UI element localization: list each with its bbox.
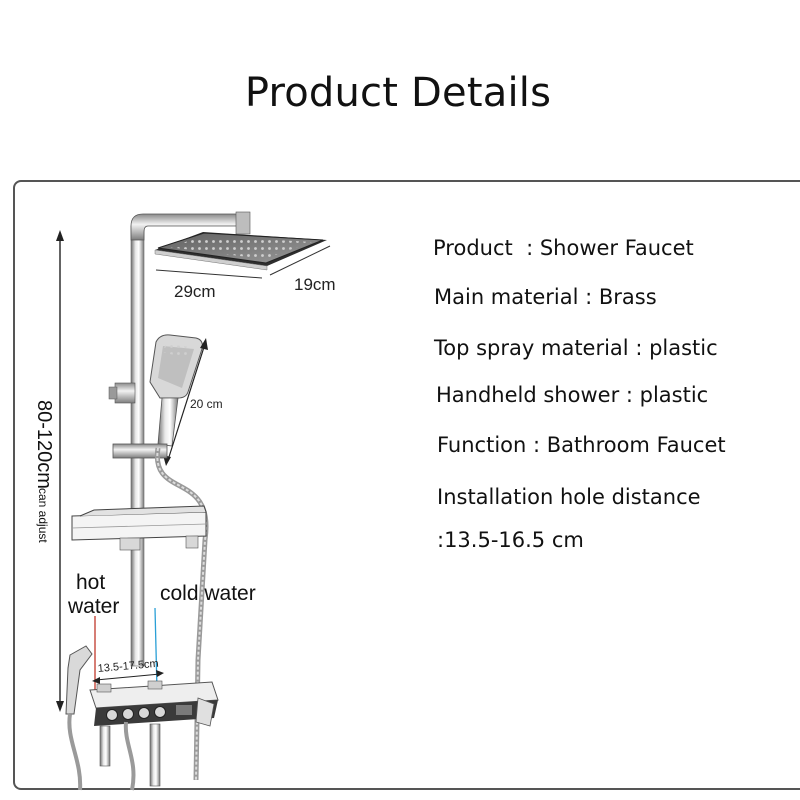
mixer-control-box: [89, 680, 219, 727]
slide-holder: [112, 443, 168, 459]
spec-installation-hole-value: :13.5-16.5 cm: [437, 528, 584, 552]
control-knob-3: [138, 707, 150, 719]
spec-function: Function : Bathroom Faucet: [437, 433, 726, 457]
control-knob-2: [122, 708, 134, 720]
height-dimension-arrow: [56, 230, 64, 712]
hot-water-label-line2: water: [67, 595, 119, 618]
shower-shelf: [71, 505, 207, 551]
spec-product: Product : Shower Faucet: [433, 236, 694, 260]
rain-shower-head: [154, 232, 327, 271]
hot-water-label-line1: hot: [76, 571, 105, 594]
spec-installation-hole: Installation hole distance: [437, 485, 701, 509]
hole-distance-label: 13.5-17.5cm: [97, 658, 159, 675]
spec-handheld-shower: Handheld shower : plastic: [436, 383, 709, 407]
cold-water-label: cold water: [160, 582, 256, 605]
handheld-shower: [149, 334, 203, 447]
spec-top-spray-material: Top spray material : plastic: [434, 336, 718, 360]
control-knob-1: [106, 709, 118, 721]
bidet-sprayer: [65, 645, 93, 791]
cold-water-line: [154, 607, 158, 691]
head-depth-label: 19cm: [294, 275, 336, 294]
hole-distance-arrow: [92, 670, 164, 684]
height-note-label: can adjust: [36, 488, 50, 543]
height-value-label: 80-120cm: [33, 400, 55, 489]
head-width-label: 29cm: [174, 282, 216, 301]
control-knob-4: [154, 706, 166, 718]
handheld-length-label: 20 cm: [190, 397, 223, 411]
shower-hose: [154, 447, 209, 781]
page-title: Product Details: [244, 70, 552, 116]
wall-bracket: [114, 382, 136, 404]
spec-main-material: Main material : Brass: [434, 285, 657, 309]
